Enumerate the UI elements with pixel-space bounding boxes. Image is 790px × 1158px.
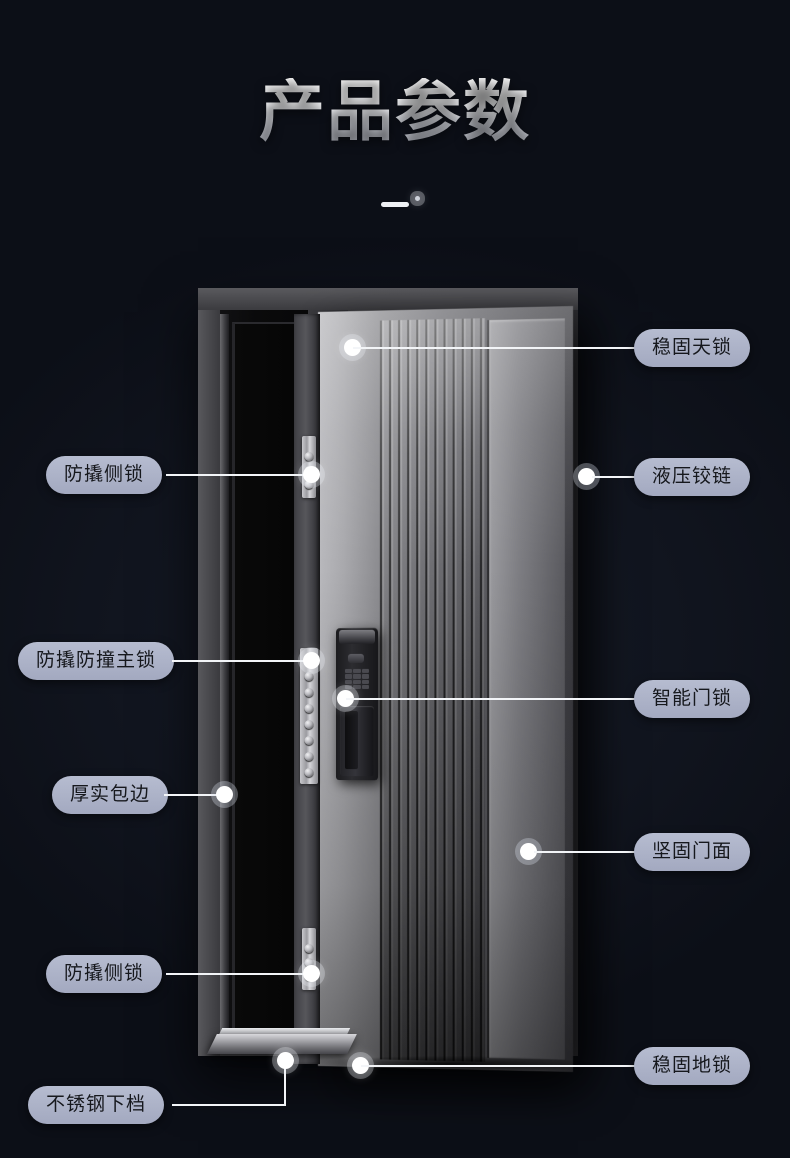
keypad-key <box>353 669 360 673</box>
callout-stainless-steel-sill[interactable]: 不锈钢下档 <box>28 1086 164 1124</box>
divider-dash <box>381 202 409 207</box>
callout-sturdy-door-face[interactable]: 坚固门面 <box>634 833 750 871</box>
lock-bolt <box>305 768 314 777</box>
smart-lock-keypad <box>345 669 369 689</box>
keypad-key <box>362 685 369 689</box>
lock-bolt <box>305 736 314 745</box>
marker-stainless-steel-sill[interactable] <box>277 1052 294 1069</box>
callout-smart-door-lock[interactable]: 智能门锁 <box>634 680 750 718</box>
callout-anti-pry-side-lock-top[interactable]: 防撬侧锁 <box>46 456 162 494</box>
stainless-steel-sill <box>207 1034 357 1054</box>
door-fluted-texture <box>380 318 485 1062</box>
keypad-key <box>345 669 352 673</box>
lock-bolt <box>305 672 314 681</box>
lock-bolt <box>305 704 314 713</box>
leader-line-stable-top-lock <box>353 347 636 349</box>
leader-line-anti-pry-side-lock-top <box>166 474 312 476</box>
page-title-wrap: 产品参数 <box>0 78 790 144</box>
keypad-key <box>362 679 369 683</box>
keypad-key <box>362 669 369 673</box>
callout-hydraulic-hinge[interactable]: 液压铰链 <box>634 458 750 496</box>
keypad-key <box>353 674 360 678</box>
divider-dot <box>415 196 420 201</box>
lock-bolt <box>305 752 314 761</box>
marker-anti-pry-side-lock-top[interactable] <box>303 466 320 483</box>
keypad-key <box>345 679 352 683</box>
lock-bolt <box>305 452 314 461</box>
lock-bolt <box>305 688 314 697</box>
leader-line-hydraulic-hinge <box>592 476 636 478</box>
page-title: 产品参数 <box>259 78 531 144</box>
marker-thick-edge-wrap[interactable] <box>216 786 233 803</box>
fingerprint-sensor-icon <box>348 654 364 663</box>
door-illustration <box>190 288 610 1078</box>
leader-line-stable-floor-lock <box>361 1065 636 1067</box>
leader-line-stainless-sill-h <box>172 1104 286 1106</box>
keypad-key <box>362 674 369 678</box>
leader-line-sturdy-door-face <box>534 851 636 853</box>
keypad-key <box>353 679 360 683</box>
leader-line-smart-door-lock <box>346 698 636 700</box>
smart-lock-cover <box>339 630 375 644</box>
keypad-key <box>353 685 360 689</box>
marker-anti-pry-main-lock[interactable] <box>303 652 320 669</box>
callout-stable-top-lock[interactable]: 稳固天锁 <box>634 329 750 367</box>
callout-anti-pry-side-lock-bottom[interactable]: 防撬侧锁 <box>46 955 162 993</box>
smart-lock-handle <box>340 706 374 776</box>
lock-bolt <box>305 720 314 729</box>
lock-bolt <box>305 944 314 953</box>
keypad-key <box>345 674 352 678</box>
door-frame-left-jamb <box>198 288 220 1056</box>
leader-line-anti-pry-main-lock <box>172 660 312 662</box>
leader-line-anti-pry-side-lock-bottom <box>166 973 312 975</box>
door-right-panel <box>487 318 565 1059</box>
title-divider <box>0 196 790 206</box>
callout-anti-pry-main-lock[interactable]: 防撬防撞主锁 <box>18 642 174 680</box>
keypad-key <box>345 685 352 689</box>
marker-anti-pry-side-lock-bottom[interactable] <box>303 965 320 982</box>
callout-thick-edge-wrap[interactable]: 厚实包边 <box>52 776 168 814</box>
door-frame-reveal-edge <box>220 314 229 1049</box>
callout-stable-floor-lock[interactable]: 稳固地锁 <box>634 1047 750 1085</box>
